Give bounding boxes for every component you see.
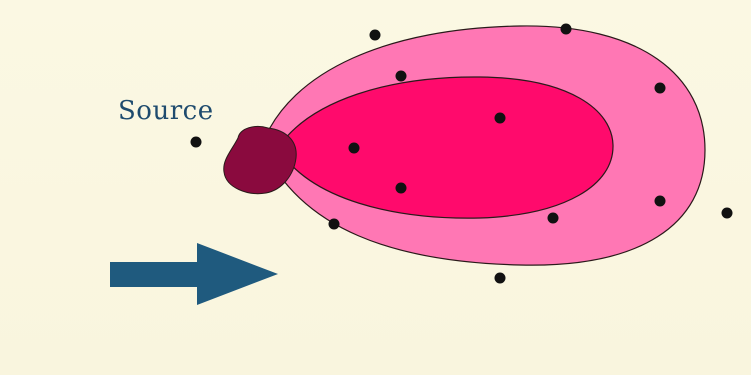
- source-label: Source: [118, 98, 214, 124]
- flow-direction-arrow-icon: [110, 243, 278, 305]
- sample-point: [370, 30, 381, 41]
- sample-point: [329, 219, 340, 230]
- sample-point: [349, 143, 360, 154]
- sample-point: [561, 24, 572, 35]
- sample-point: [495, 113, 506, 124]
- sample-point: [655, 83, 666, 94]
- sample-point: [495, 273, 506, 284]
- sample-point: [655, 196, 666, 207]
- sample-point: [722, 208, 733, 219]
- sample-point: [548, 213, 559, 224]
- sample-point: [396, 71, 407, 82]
- sample-point: [191, 137, 202, 148]
- sample-point: [396, 183, 407, 194]
